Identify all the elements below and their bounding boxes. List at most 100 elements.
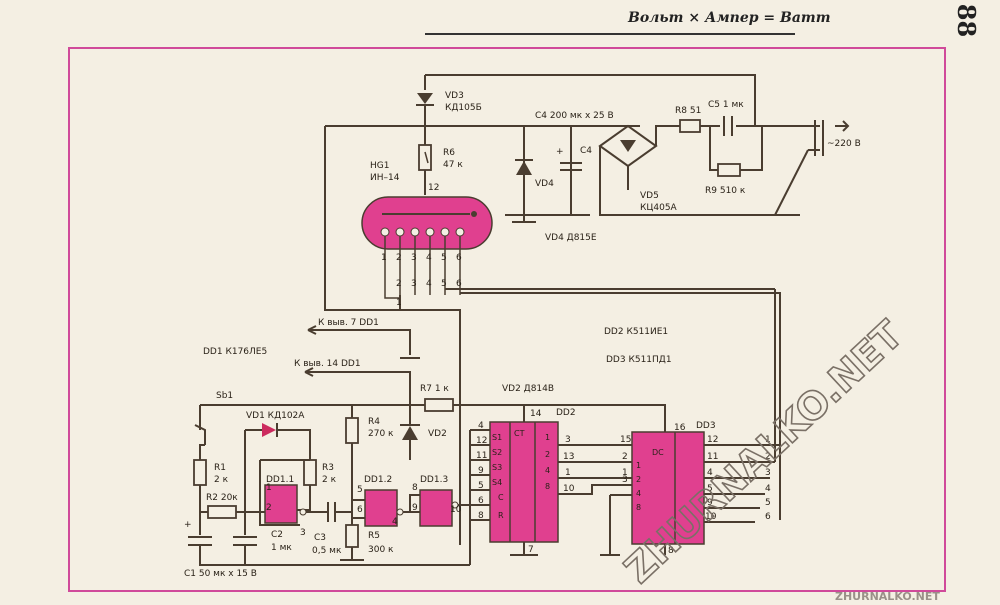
r5-value: 300 к [368,545,394,555]
right-pin-6: 6 [765,512,771,522]
vd2-label: VD2 [428,429,447,439]
dd2-pin-12: 12 [476,436,487,446]
dd2-label: DD2 [556,408,576,418]
dd2-in-s2: S2 [492,448,502,457]
right-pin-5: 5 [765,498,771,508]
vd1-label: VD1 КД102А [246,411,305,421]
hg1-nixie-lamp [361,196,493,250]
dd3-in-2: 2 [636,475,641,484]
dd2-out-1: 1 [545,433,550,442]
dd2-out-pin-10: 10 [563,484,575,494]
c4-short: C4 [580,146,592,156]
dd2-pin-8: 8 [478,511,484,521]
dd1-type-label: DD1 К176ЛЕ5 [203,347,267,357]
dd2-in-s3: S3 [492,463,502,472]
lamp-pins [380,227,465,237]
vd3-type: КД105Б [445,103,482,113]
dd3-out-pin-12: 12 [707,435,718,445]
c4-label: C4 200 мк х 25 В [535,111,614,121]
lamp-pin-2: 2 [396,253,402,263]
hg1-label: HG1 [370,161,389,171]
footer-watermark: ZHURNALKO.NET [835,590,940,603]
lamp-pin-6b: 6 [456,279,462,289]
lamp-pin-2b: 2 [396,279,402,289]
vd5-type: КЦ405А [640,203,678,213]
dd3-output-pins: 12 11 4 5 9 10 [705,435,718,522]
lamp-pin-1: 1 [381,253,387,263]
r8-label: R8 51 [675,106,701,116]
dd12-label: DD1.2 [364,475,392,485]
lamp-pin-5: 5 [441,253,447,263]
sb1-label: Sb1 [216,391,233,401]
r4-resistor [345,417,359,444]
c2-value: 1 мк [271,543,292,553]
dd3-out-pin-5: 5 [707,484,713,494]
dd2-out-2: 2 [545,450,550,459]
vd2-full: VD2 Д814В [502,384,554,394]
dd2-in-r: R [498,511,504,520]
dd2-pin-6: 6 [478,496,484,506]
lamp-pin-3b: 3 [411,279,417,289]
gate-pin-3: 3 [300,528,306,538]
gate-pin-9: 9 [412,503,418,513]
top-wire [425,74,756,126]
gate-pin-10: 10 [450,505,462,515]
lamp-pin-4: 4 [426,253,432,263]
gate-pin-1: 1 [266,483,272,493]
r8-resistor [679,119,701,133]
dd3-in-8: 8 [636,503,641,512]
r6-resistor [418,144,432,171]
lamp-pin-5b: 5 [441,279,447,289]
dd13-label: DD1.3 [420,475,448,485]
vd5-label: VD5 [640,191,659,201]
dd2-out-8: 8 [545,482,550,491]
dd2-pin-11: 11 [476,451,487,461]
vd1-diode [262,423,276,437]
page-header-title: Вольт × Ампер = Ватт [628,10,831,26]
dd2-out-4: 4 [545,466,550,475]
gate-pin-4: 4 [392,517,398,527]
dd3-in-4: 4 [636,489,641,498]
right-pin-1: 1 [765,435,771,445]
header-rule [425,33,795,35]
dd3-input-labels: 1 2 4 8 [636,461,641,512]
r9-resistor [717,163,741,177]
dd3-in-pin-15: 15 [620,435,631,445]
r3-label: R3 [322,463,334,473]
r9-label: R9 510 к [705,186,746,196]
vd3-label: VD3 [445,91,464,101]
c4-plus: + [556,147,564,157]
dd2-out-pin-1: 1 [565,468,571,478]
dd2-type-label: DD2 К511ИЕ1 [604,327,668,337]
dd2-pin-4: 4 [478,421,484,431]
dd3-out-pin-11: 11 [707,452,718,462]
dd1-3-gate [419,489,453,527]
hg1-type: ИН–14 [370,173,400,183]
dd3-type-label: DD3 К511ПД1 [606,355,672,365]
vd4-label: VD4 [535,179,554,189]
dd2-in-s4: S4 [492,478,502,487]
gate-pin-2: 2 [266,503,272,513]
right-pin-3: 3 [765,468,771,478]
r6-label: R6 [443,148,455,158]
dd2-input-labels: S1 S2 S3 S4 C R [492,433,504,520]
vd4-full: VD4 Д815Е [545,233,597,243]
dd3-in-pin-2: 2 [622,452,628,462]
hg1-pin12: 12 [428,183,439,193]
dd11-label: DD1.1 [266,475,294,485]
r1-value: 2 к [214,475,229,485]
lamp-pin-1b: 1 [396,298,402,308]
dd3-out-pin-10: 10 [705,512,717,522]
sb1-switch [194,405,206,445]
dd2-top-pin: 14 [530,409,542,419]
mains-label: ~220 В [827,139,861,149]
to-pin14-label: К выв. 14 DD1 [294,359,361,369]
vd2-zener [402,426,418,440]
dd3-top-pin: 16 [674,423,686,433]
to-pin7-label: К выв. 7 DD1 [318,318,379,328]
dd2-ct-label: CT [514,429,525,438]
c3-value: 0,5 мк [312,546,342,556]
r1-label: R1 [214,463,226,473]
r4-value: 270 к [368,429,394,439]
c2-label: C2 [271,530,283,540]
